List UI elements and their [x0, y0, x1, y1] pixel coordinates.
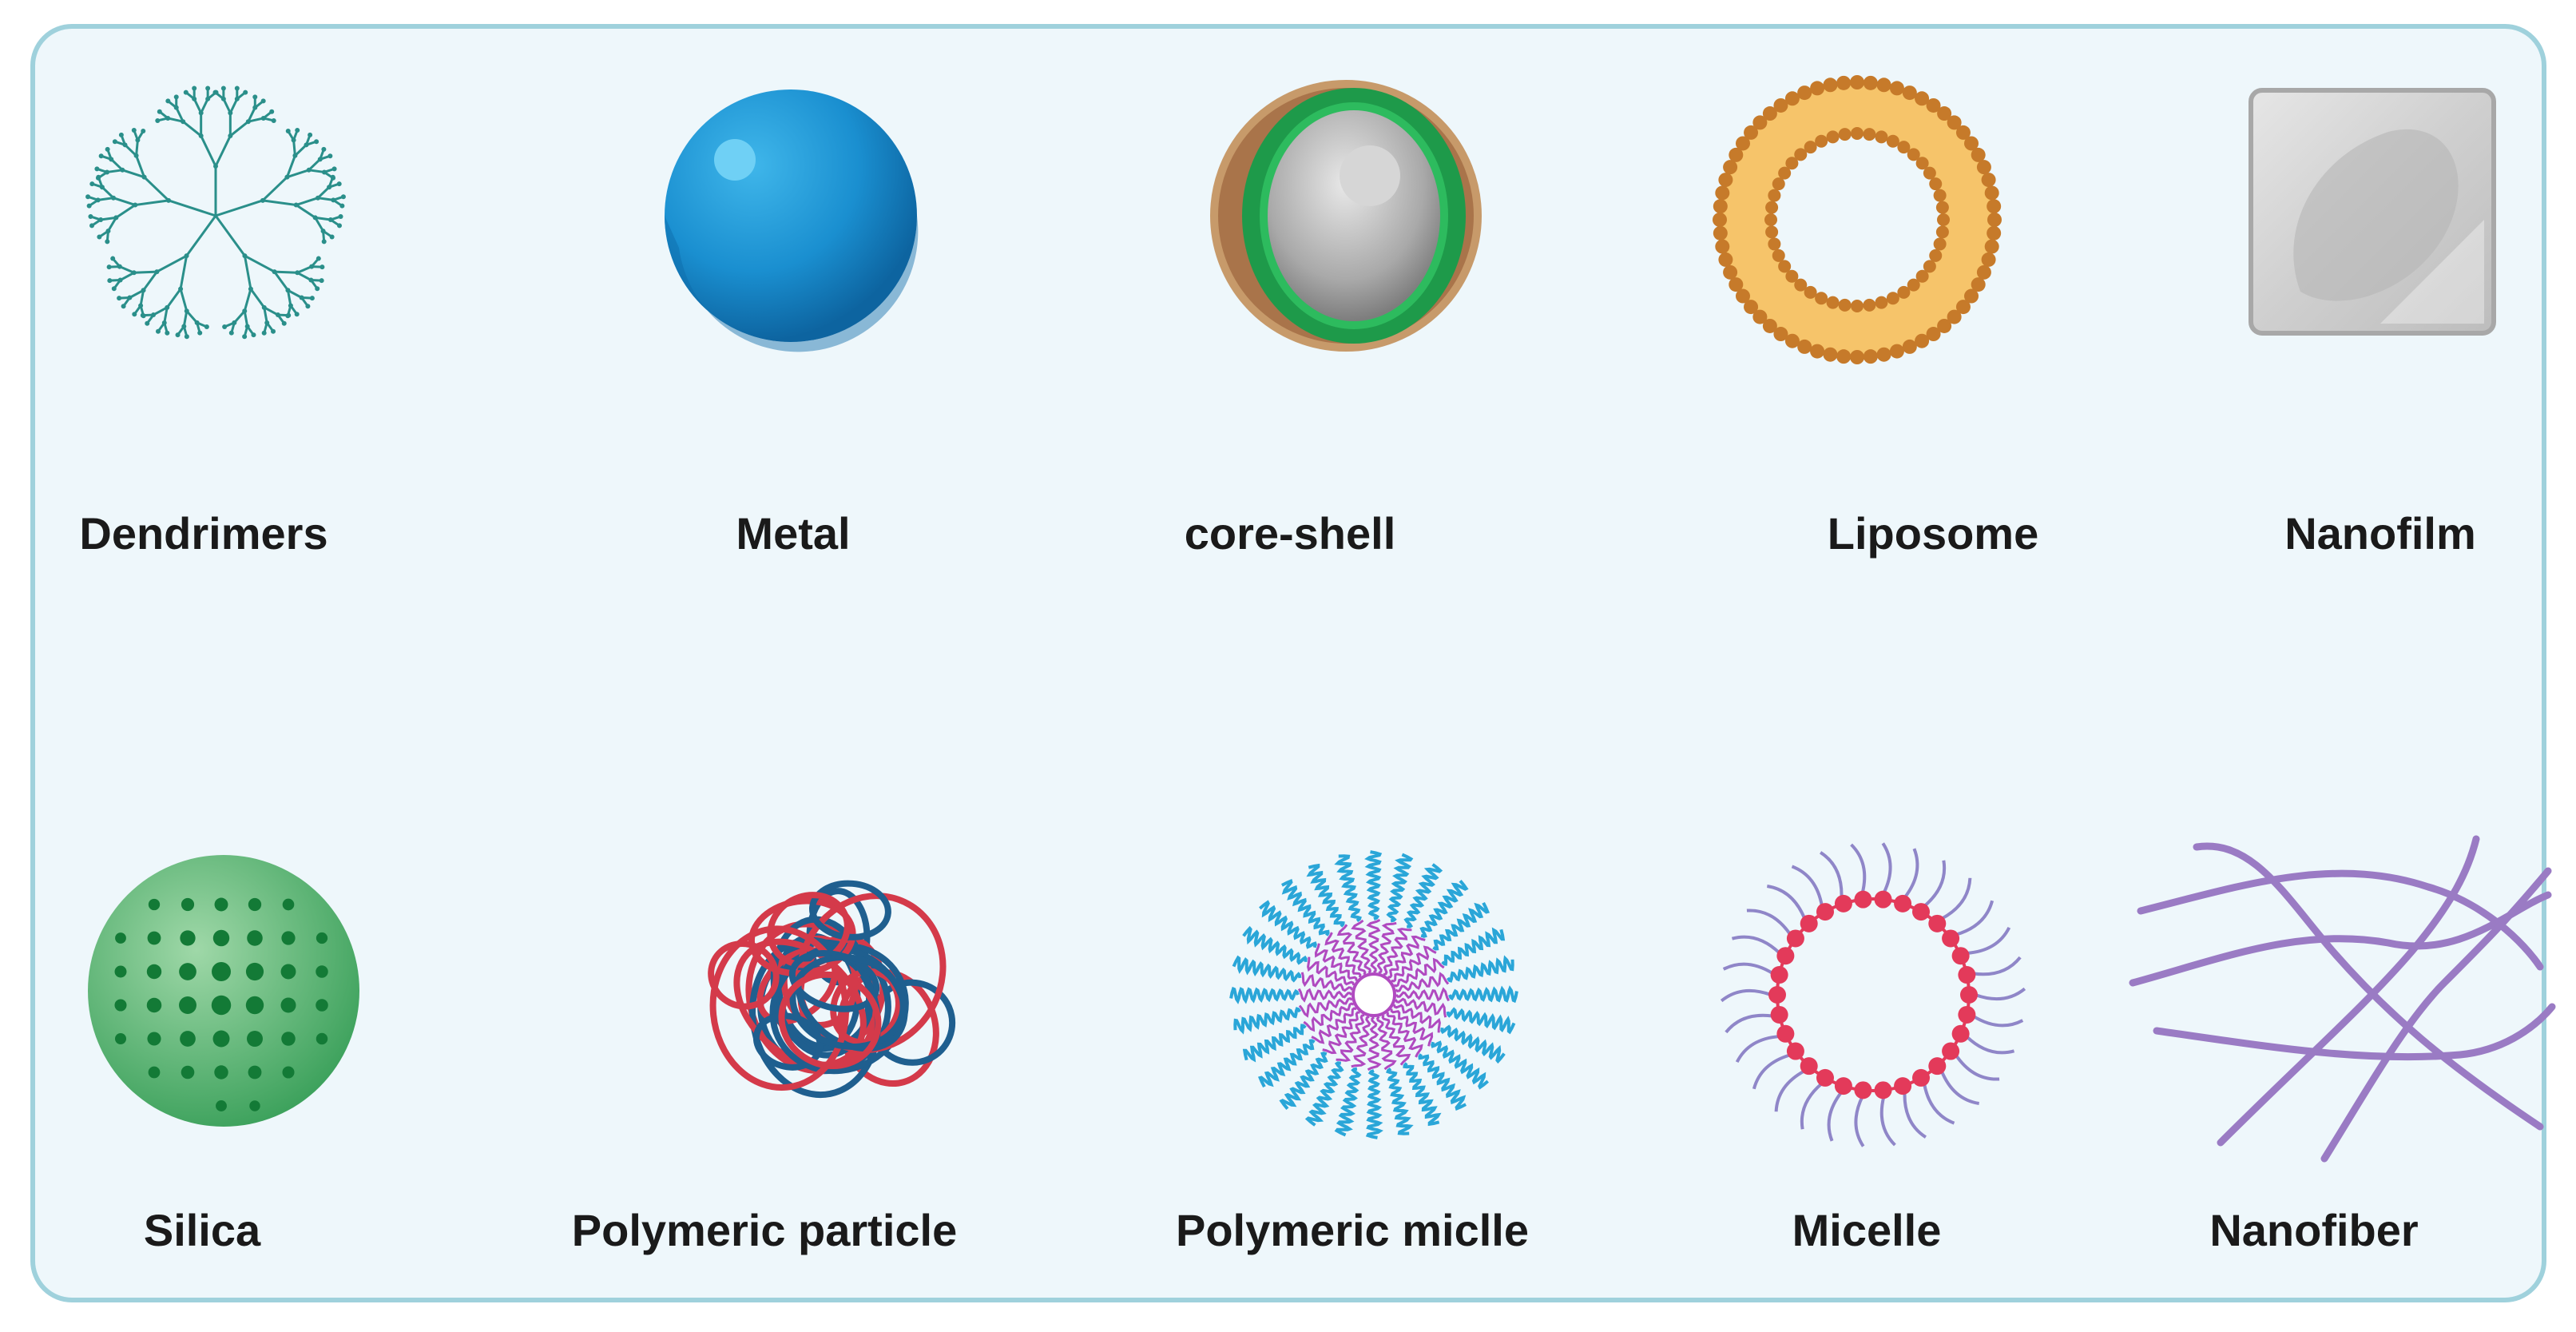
- label-nanofiber: Nanofiber: [2209, 1205, 2419, 1255]
- label-dendrimers: Dendrimers: [79, 508, 328, 559]
- label-liposome: Liposome: [1827, 508, 2039, 559]
- nanofiber-icon: [2129, 835, 2556, 1163]
- label-polymeric-micelle: Polymeric miclle: [1175, 1205, 1530, 1255]
- label-core-shell: core-shell: [1184, 508, 1396, 559]
- label-micelle: Micelle: [1792, 1205, 1942, 1255]
- polymeric-micelle-icon: [1229, 850, 1518, 1139]
- label-silica: Silica: [143, 1205, 261, 1255]
- silica-sphere-icon: [88, 855, 359, 1127]
- liposome-icon: [1713, 75, 2002, 364]
- polymeric-particle-icon: [708, 880, 956, 1099]
- label-metal: Metal: [736, 508, 851, 559]
- metal-sphere-icon: [665, 89, 919, 352]
- dendrimer-icon: [85, 85, 346, 340]
- core-shell-icon: [1210, 80, 1482, 352]
- nanofilm-icon: [2249, 88, 2496, 336]
- micelle-icon: [1720, 842, 2026, 1147]
- label-polymeric-particle: Polymeric particle: [571, 1205, 958, 1255]
- label-nanofilm: Nanofilm: [2284, 508, 2476, 559]
